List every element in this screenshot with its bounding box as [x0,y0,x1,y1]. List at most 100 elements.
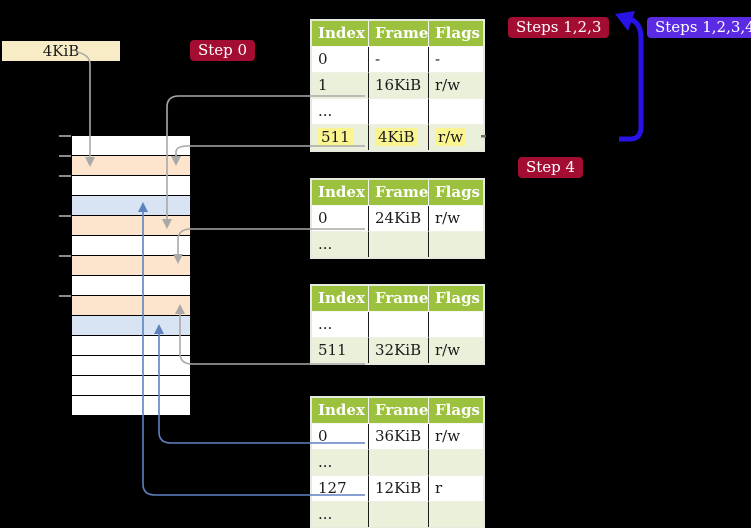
table-cell: r/w [429,206,483,232]
table-cell: 4KiB [369,125,429,150]
column-header: Index [312,21,369,47]
memory-row-white [72,276,190,295]
table-row: ... [312,450,483,476]
table-cell: 12KiB [369,476,429,502]
highlighted-value: 4KiB [375,128,418,146]
memory-tick [59,135,71,137]
table-cell: ... [312,312,369,338]
table-cell: - [429,47,483,73]
memory-tick [59,215,71,217]
column-header: Index [312,180,369,206]
memory-tick [59,155,71,157]
page-size-box: 4KiB [2,41,120,61]
table-cell [429,312,483,338]
step0-label: Step 0 [190,40,256,61]
memory-row-white [72,176,190,195]
steps-123-label: Steps 1,2,3 [508,17,610,38]
memory-row-white [72,236,190,255]
table-cell: ... [312,502,369,527]
memory-row-blue [72,316,190,335]
table-cell: 511 [312,338,369,363]
table-cell: 0 [312,47,369,73]
table-cell: 16KiB [369,73,429,99]
column-header: Flags [429,21,483,47]
table-cell: - [369,47,429,73]
column-header: Index [312,398,369,424]
column-header: Index [312,286,369,312]
memory-row-white [72,396,190,415]
memory-row-peach [72,216,190,235]
table-cell: r/w [429,125,483,150]
table-cell: r [429,476,483,502]
memory-row-blue [72,196,190,215]
table-row: ... [312,502,483,527]
highlighted-value: 511 [318,128,353,146]
table-cell: 36KiB [369,424,429,450]
table-cell [429,502,483,527]
column-header: Flags [429,286,483,312]
table-cell [369,502,429,527]
memory-tick [59,255,71,257]
table-cell [369,450,429,476]
table-cell: 32KiB [369,338,429,363]
table-cell: 0 [312,424,369,450]
column-header: Frame [369,398,429,424]
table-cell: 127 [312,476,369,502]
table-cell [429,232,483,257]
table-cell: r/w [429,73,483,99]
memory-row-white [72,356,190,375]
memory-row-white [72,136,190,155]
table-cell: r/w [429,424,483,450]
memory-tick [59,175,71,177]
highlighted-value: r/w [435,128,467,146]
table-cell: ... [312,232,369,257]
table-row: ... [312,312,483,338]
table-cell: 511 [312,125,369,150]
memory-row-white [72,376,190,395]
memory-row-peach [72,156,190,175]
memory-tick [59,295,71,297]
table-cell: 0 [312,206,369,232]
table-cell [369,312,429,338]
memory-row-peach [72,256,190,275]
column-header: Frame [369,21,429,47]
table-cell [429,99,483,125]
loop-arrow-step4-to-steps123 [619,16,644,142]
table-cell: r/w [429,338,483,363]
table-cell: ... [312,450,369,476]
table-cell [429,450,483,476]
table-row: ... [312,232,483,257]
table-cell: 1 [312,73,369,99]
table-row: ... [312,99,483,125]
memory-column [72,136,190,416]
table-cell: ... [312,99,369,125]
memory-row-peach [72,296,190,315]
memory-row-white [72,336,190,355]
table-row: 0-- [312,47,483,73]
step4-label: Step 4 [518,157,584,178]
table-cell [369,232,429,257]
column-header: Flags [429,180,483,206]
loop-arrow-head [615,11,635,31]
column-header: Frame [369,286,429,312]
column-header: Frame [369,180,429,206]
table-row: 511 4KiB r/w [312,125,483,150]
